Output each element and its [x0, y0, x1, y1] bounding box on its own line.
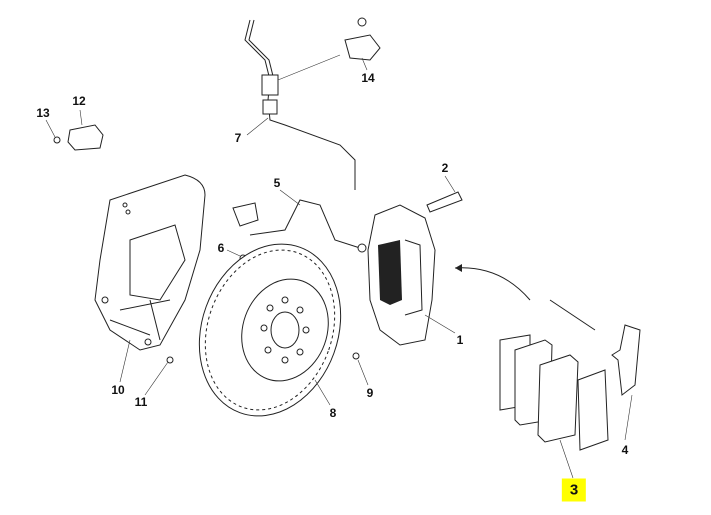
callout-5[interactable]: 5: [273, 176, 281, 190]
callout-10[interactable]: 10: [111, 383, 125, 397]
assembly-arrow: [454, 267, 531, 301]
callout-14[interactable]: 14: [361, 71, 375, 85]
callout-9[interactable]: 9: [366, 386, 374, 400]
brake-disc-part: [198, 243, 342, 417]
brake-line-part: [244, 17, 381, 190]
callout-13[interactable]: 13: [36, 106, 50, 120]
splash-shield-part: [94, 174, 206, 351]
leader-lines: [45, 54, 633, 479]
callout-3-highlighted[interactable]: 3: [561, 478, 587, 502]
callout-4[interactable]: 4: [621, 443, 629, 457]
wear-sensor-connector-part: [53, 124, 104, 151]
pad-spring-clip-part: [611, 324, 641, 396]
callout-6[interactable]: 6: [217, 241, 225, 255]
callout-2[interactable]: 2: [441, 161, 449, 175]
caliper-part: [367, 204, 436, 346]
callout-8[interactable]: 8: [329, 406, 337, 420]
brake-hose-part: [232, 199, 367, 253]
shield-screw-part: [166, 356, 174, 364]
callout-1[interactable]: 1: [456, 333, 464, 347]
brake-pads-part: [499, 334, 609, 451]
callout-11[interactable]: 11: [134, 395, 148, 409]
callout-7[interactable]: 7: [234, 131, 242, 145]
caliper-bolt-part: [426, 191, 463, 213]
nut-part: [352, 352, 360, 360]
callout-12[interactable]: 12: [72, 94, 86, 108]
